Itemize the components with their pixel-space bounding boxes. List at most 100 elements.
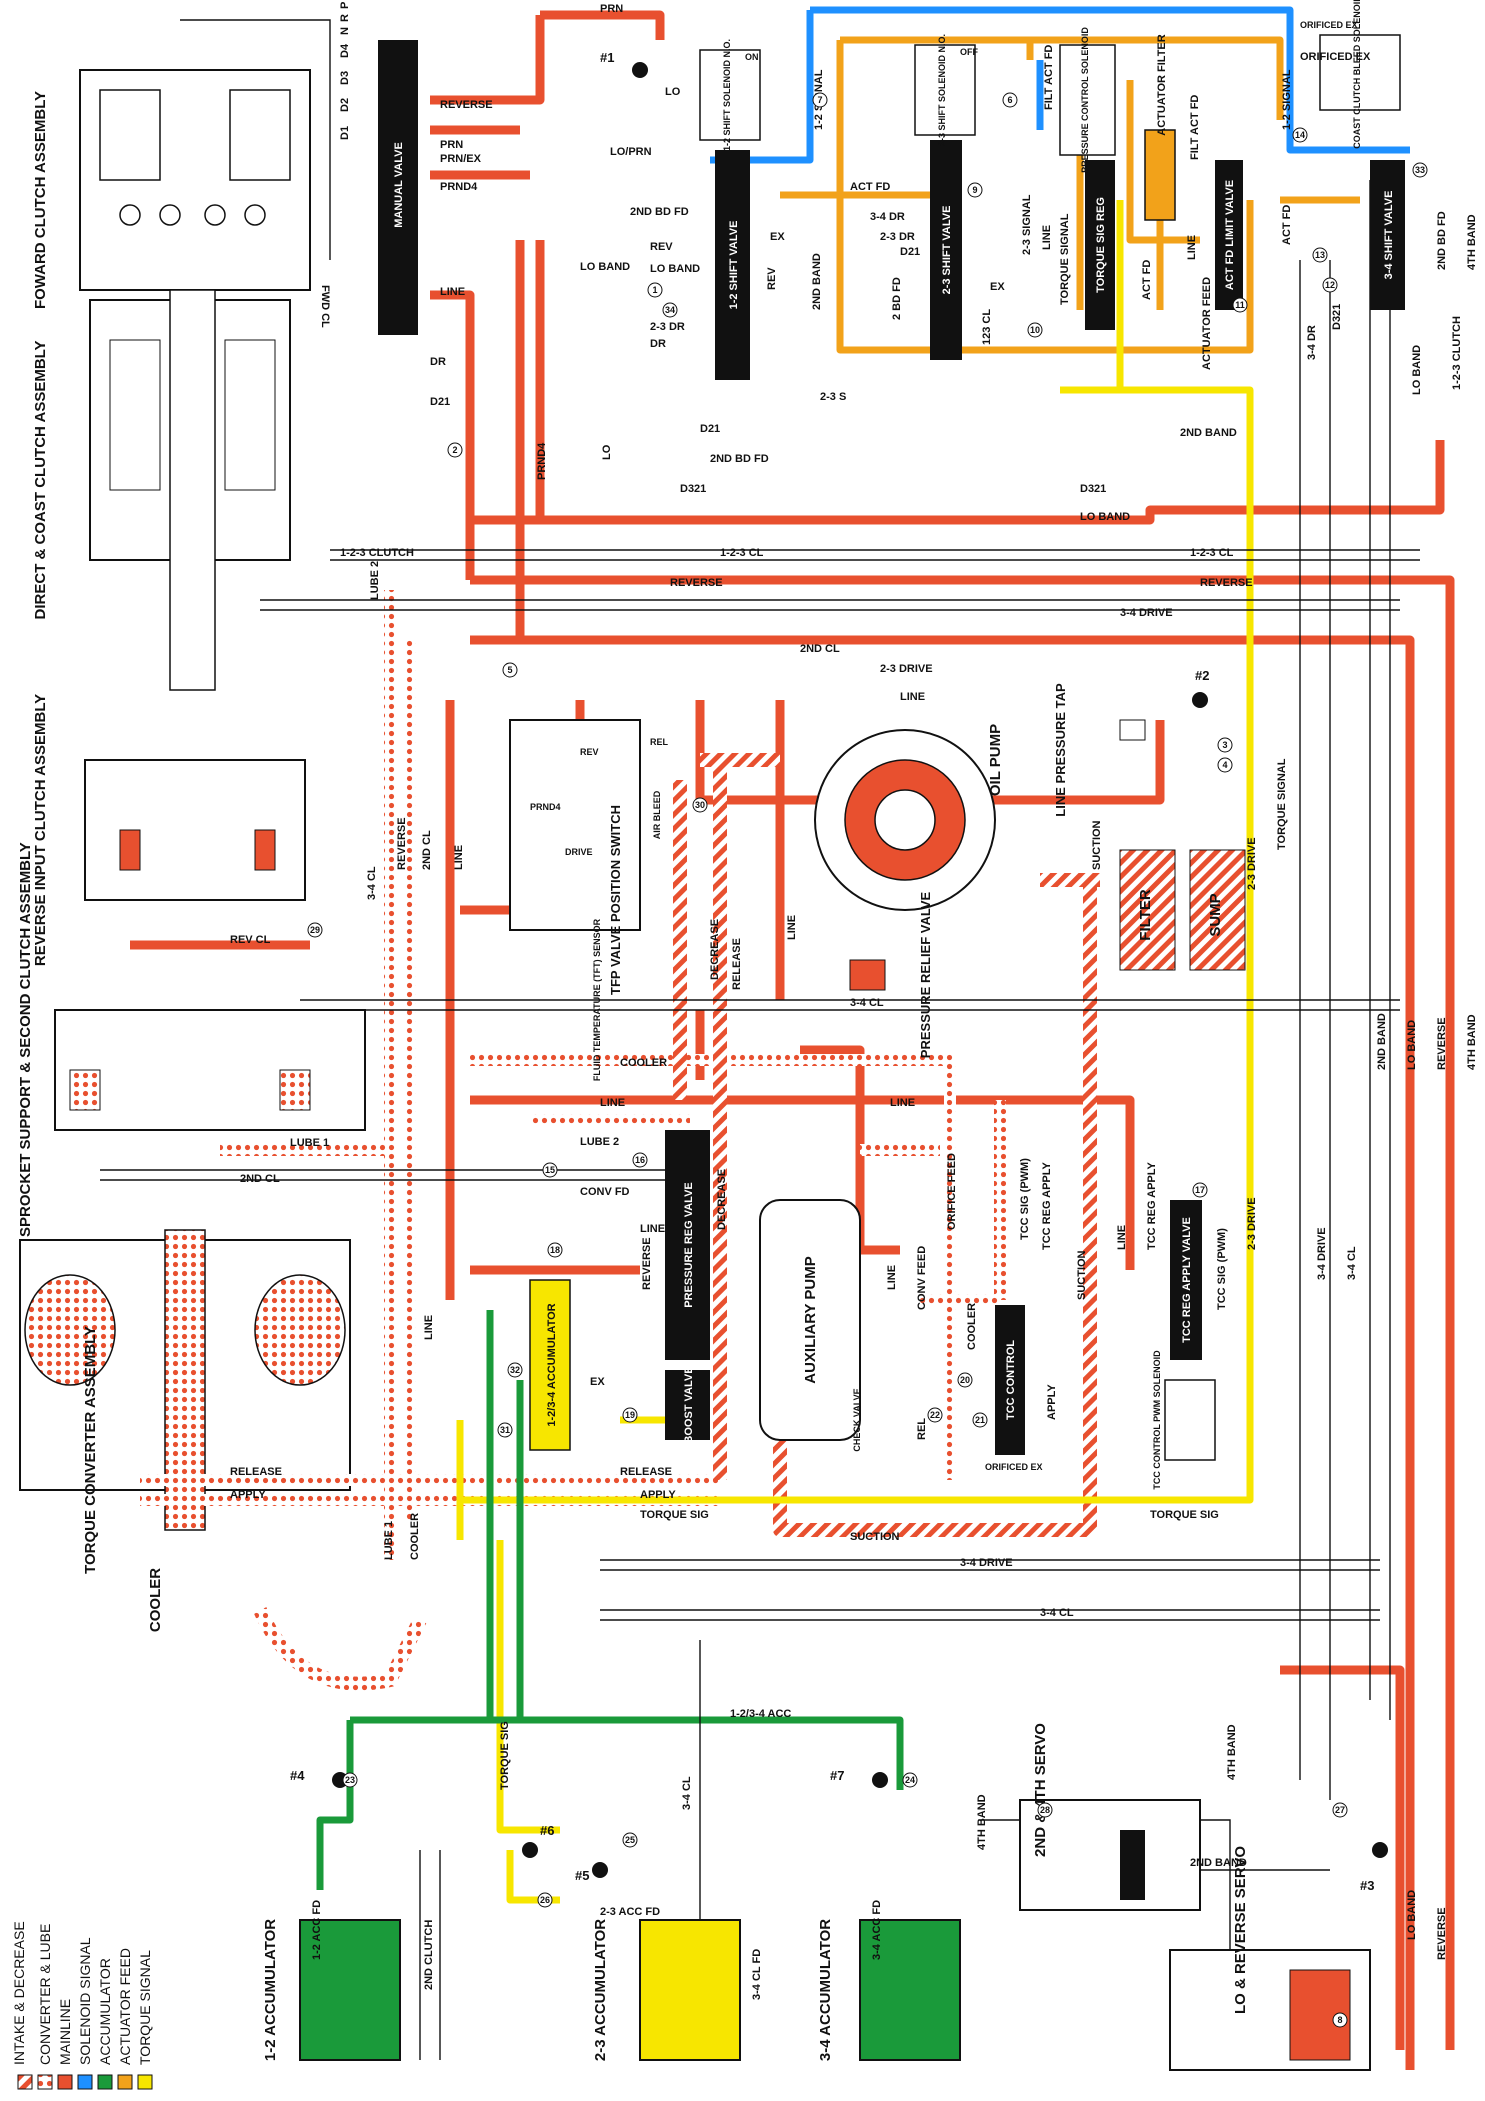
label-2nd-band-v: 2ND BAND — [811, 253, 823, 310]
checkball-7: #7 — [830, 1768, 888, 1788]
svg-text:ACTUATOR FEED: ACTUATOR FEED — [117, 1948, 133, 2065]
torque-sig-reg-label: TORQUE SIG REG — [1095, 197, 1107, 293]
label-tcc-reg-apply: TCC REG APPLY — [1041, 1162, 1053, 1250]
label-tcc-sig: TCC SIG (PWM) — [1019, 1158, 1031, 1240]
orifice-number: 29 — [310, 925, 320, 935]
label-34-drive: 3-4 DRIVE — [1120, 607, 1173, 619]
actuator-filter: ACTUATOR FILTER — [1144, 34, 1176, 221]
tfp-rel-label: REL — [650, 737, 669, 747]
act-fd-limit-valve: ACT FD LIMIT VALVE — [1215, 160, 1243, 310]
label-line-2: LINE — [600, 1097, 625, 1109]
direct-coast-clutch-label: DIRECT & COAST CLUTCH ASSEMBLY — [32, 341, 49, 620]
label-lo-band-d: LO BAND — [650, 263, 700, 275]
label-reverse-2: REVERSE — [670, 577, 723, 589]
pressure-reg-label: PRESSURE REG VALVE — [683, 1182, 695, 1308]
orifice-marker: 34 — [662, 302, 678, 318]
label-conv-feed: CONV FEED — [916, 1246, 928, 1310]
label-prn-ex: PRN/EX — [440, 153, 482, 165]
intake-decrease-passages — [673, 753, 1100, 1537]
shift-valve-34-label: 3-4 SHIFT VALVE — [1383, 191, 1395, 280]
orifice-marker: 14 — [1292, 127, 1308, 143]
label-rev-2: REV — [766, 267, 778, 290]
accumulator-12: 1-2 ACCUMULATOR — [262, 1919, 401, 2061]
orifice-marker: 3 — [1217, 737, 1233, 753]
label-23-drive-v2: 2-3 DRIVE — [1246, 837, 1258, 890]
acc12-label: 1-2 ACCUMULATOR — [262, 1919, 279, 2061]
label-line-pump: LINE — [786, 915, 798, 940]
prv-label: PRESSURE RELIEF VALVE — [918, 891, 933, 1058]
filter-block — [1119, 849, 1176, 971]
exhaust-passages — [100, 19, 1420, 2060]
manual-valve: MANUAL VALVE — [378, 40, 418, 335]
svg-text:TORQUE SIGNAL: TORQUE SIGNAL — [137, 1950, 153, 2065]
label-lube2-b: LUBE 2 — [580, 1136, 619, 1148]
orifice-marker: 8 — [1332, 2012, 1348, 2028]
torque-sig-reg-valve: TORQUE SIG REG — [1085, 160, 1115, 330]
label-23-dr: 2-3 DR — [650, 321, 685, 333]
orifice-marker: 28 — [1037, 1802, 1053, 1818]
legend-item-accumulator: ACCUMULATOR — [97, 1958, 113, 2090]
label-torque-sig-c: TORQUE SIG — [1150, 1509, 1219, 1521]
label-34-acc-fd: 3-4 ACC FD — [871, 1900, 883, 1960]
label-release-c: RELEASE — [230, 1466, 282, 1478]
driven-sprocket-label: DRIVEN SPROCKET SUPPORT & SECOND CLUTCH … — [17, 842, 34, 1298]
accumulator-34: 3-4 ACCUMULATOR — [817, 1919, 961, 2061]
cooler-label: COOLER — [147, 1568, 164, 1632]
tfp-prnd4-label: PRND4 — [530, 802, 561, 812]
label-4th-band-rv: 4TH BAND — [1466, 1014, 1478, 1070]
orifice-number: 8 — [1337, 2015, 1342, 2025]
converter-lube-passages — [140, 590, 1006, 1560]
label-34-drive-b: 3-4 DRIVE — [960, 1557, 1013, 1569]
legend-item-solenoid-signal: SOLENOID SIGNAL — [77, 1937, 93, 2090]
label-release: RELEASE — [731, 938, 743, 990]
label-rev: REV — [650, 241, 673, 253]
orifice-number: 20 — [960, 1375, 970, 1385]
label-tcc-sig-2: TCC SIG (PWM) — [1216, 1228, 1228, 1310]
orifice-number: 14 — [1295, 130, 1305, 140]
label-lo-v: LO — [601, 444, 613, 460]
servo-24-label: 2ND & 4TH SERVO — [1032, 1723, 1049, 1857]
orifice-number: 16 — [635, 1155, 645, 1165]
checkball-5: #5 — [575, 1862, 608, 1883]
label-lo-band-rv: LO BAND — [1406, 1020, 1418, 1070]
label-d321: D321 — [680, 483, 706, 495]
label-suction: SUCTION — [1091, 820, 1103, 870]
orifice-marker: 15 — [542, 1162, 558, 1178]
label-123-cl-b: 1-2-3 CL — [1190, 547, 1234, 559]
orifice-number: 9 — [972, 185, 977, 195]
orifice-number: 25 — [625, 1835, 635, 1845]
svg-text:#7: #7 — [830, 1768, 844, 1783]
gear-d3: D3 — [339, 71, 351, 85]
label-apply-c: APPLY — [230, 1489, 266, 1501]
label-fwd-cl: FWD CL — [319, 285, 331, 328]
label-23-drive: 2-3 DRIVE — [880, 663, 933, 675]
aux-pump-label: AUXILIARY PUMP — [802, 1256, 819, 1384]
reverse-input-clutch-label: REVERSE INPUT CLUTCH ASSEMBLY — [32, 694, 49, 966]
orifice-marker: 2 — [447, 442, 463, 458]
orifice-marker: 21 — [972, 1412, 988, 1428]
label-line-4: LINE — [640, 1223, 665, 1235]
label-reverse: REVERSE — [440, 99, 493, 111]
label-123-clutch-v: 1-2-3 CLUTCH — [1451, 316, 1463, 390]
oil-pump: OIL PUMP — [814, 724, 1004, 911]
sump-block — [1189, 849, 1246, 971]
orifice-number: 18 — [550, 1245, 560, 1255]
pressure-control-solenoid: PRESSURE CONTROL SOLENOID — [1059, 27, 1116, 173]
shift-valve-23-label: 2-3 SHIFT VALVE — [941, 206, 953, 295]
accumulator-23: 2-3 ACCUMULATOR — [592, 1919, 741, 2061]
label-lube1: LUBE 1 — [290, 1137, 329, 1149]
label-lo-prn: LO/PRN — [610, 146, 652, 158]
passage-labels: PRN LO REVERSE PRN PRN/EX PRND4 LO/PRN L… — [230, 3, 1478, 2000]
orifice-marker: 29 — [307, 922, 323, 938]
label-34-cl-v: 3-4 CL — [366, 866, 378, 900]
pressure-reg-valve: PRESSURE REG VALVE — [665, 1130, 710, 1360]
filter-label: FILTER — [1137, 889, 1154, 941]
label-123-cl-v: 123 CL — [981, 309, 993, 345]
orifice-marker: 6 — [1002, 92, 1018, 108]
label-prnd4-v: PRND4 — [536, 442, 548, 480]
label-reverse-3: REVERSE — [1200, 577, 1253, 589]
gear-d4: D4 — [339, 43, 351, 58]
shift-solenoid-12: 1-2 SHIFT SOLENOID N.O. ON — [699, 39, 761, 151]
